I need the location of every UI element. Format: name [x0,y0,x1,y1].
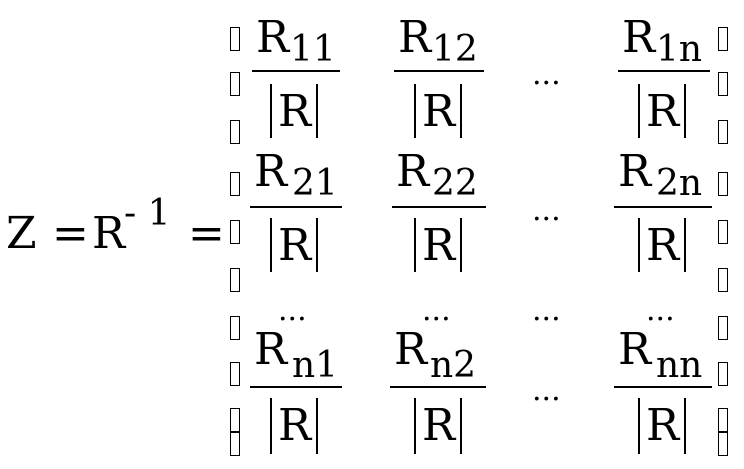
right-bracket-glyph-icon [718,362,728,386]
right-bracket-glyph-icon [718,268,728,292]
ellipsis: ... [422,293,451,328]
denominator-r: R [646,220,680,271]
abs-bar-left [270,84,272,138]
right-bracket-glyph-icon [718,27,728,51]
ellipsis: ... [278,293,307,328]
abs-bar-right [684,84,686,138]
right-bracket-glyph-icon [718,72,728,96]
abs-bar-right [460,218,462,272]
right-bracket-glyph-icon [718,316,728,340]
numerator-subscript: n2 [430,345,477,386]
abs-bar-left [414,84,416,138]
numerator-base: R [618,146,652,197]
abs-bar-left [270,398,272,454]
left-bracket-glyph-icon [230,172,240,196]
numerator-base: R [396,146,430,197]
fraction-bar [618,70,710,72]
numerator-subscript: 1n [656,29,703,70]
abs-bar-left [414,218,416,272]
left-bracket-glyph-icon [230,362,240,386]
denominator-r: R [646,400,680,451]
left-bracket-glyph-icon [230,27,240,51]
right-bracket-glyph-icon [718,120,728,144]
denominator-r: R [278,400,312,451]
fraction-bar [614,386,712,388]
numerator-base: R [254,324,288,375]
fraction-bar [250,386,342,388]
right-bracket-glyph-icon [718,432,728,456]
numerator-subscript: nn [656,345,703,386]
numerator-base: R [254,146,288,197]
abs-bar-right [316,218,318,272]
ellipsis: ... [532,293,561,328]
fraction-bar [614,206,712,208]
numerator-subscript: 22 [432,163,478,204]
matrix-r: R [92,208,126,259]
fraction-bar [394,70,484,72]
numerator-subscript: 12 [432,29,478,70]
ellipsis: ... [532,373,561,408]
right-bracket-glyph-icon [718,220,728,244]
left-bracket-glyph-icon [230,268,240,292]
denominator-r: R [646,86,680,137]
equals-sign-2: = [188,208,225,259]
right-bracket-glyph-icon [718,408,728,432]
numerator-subscript: 21 [292,163,338,204]
abs-bar-left [414,398,416,454]
abs-bar-right [316,84,318,138]
abs-bar-right [684,218,686,272]
fraction-bar [250,206,342,208]
denominator-r: R [278,86,312,137]
denominator-r: R [422,400,456,451]
abs-bar-right [460,84,462,138]
numerator-subscript: 11 [290,29,336,70]
abs-bar-right [684,398,686,454]
fraction-bar [392,206,486,208]
numerator-base: R [256,12,290,63]
denominator-r: R [422,86,456,137]
abs-bar-right [316,398,318,454]
left-bracket-glyph-icon [230,72,240,96]
ellipsis: ... [532,57,561,92]
numerator-subscript: n1 [292,345,339,386]
abs-bar-left [638,84,640,138]
left-bracket-glyph-icon [230,220,240,244]
numerator-subscript: 2n [656,163,703,204]
denominator-r: R [422,220,456,271]
ellipsis: ... [646,293,675,328]
inverse-exponent: - 1 [124,193,171,234]
equals-sign-1: = [52,208,89,259]
numerator-base: R [622,12,656,63]
numerator-base: R [398,12,432,63]
abs-bar-right [460,398,462,454]
left-bracket-glyph-icon [230,408,240,432]
numerator-base: R [618,324,652,375]
left-bracket-glyph-icon [230,120,240,144]
numerator-base: R [394,324,428,375]
right-bracket-glyph-icon [718,172,728,196]
left-bracket-glyph-icon [230,432,240,456]
fraction-bar [390,386,486,388]
abs-bar-left [638,398,640,454]
denominator-r: R [278,220,312,271]
variable-z: Z [6,208,37,259]
ellipsis: ... [532,193,561,228]
fraction-bar [252,70,340,72]
abs-bar-left [638,218,640,272]
left-bracket-glyph-icon [230,316,240,340]
abs-bar-left [270,218,272,272]
